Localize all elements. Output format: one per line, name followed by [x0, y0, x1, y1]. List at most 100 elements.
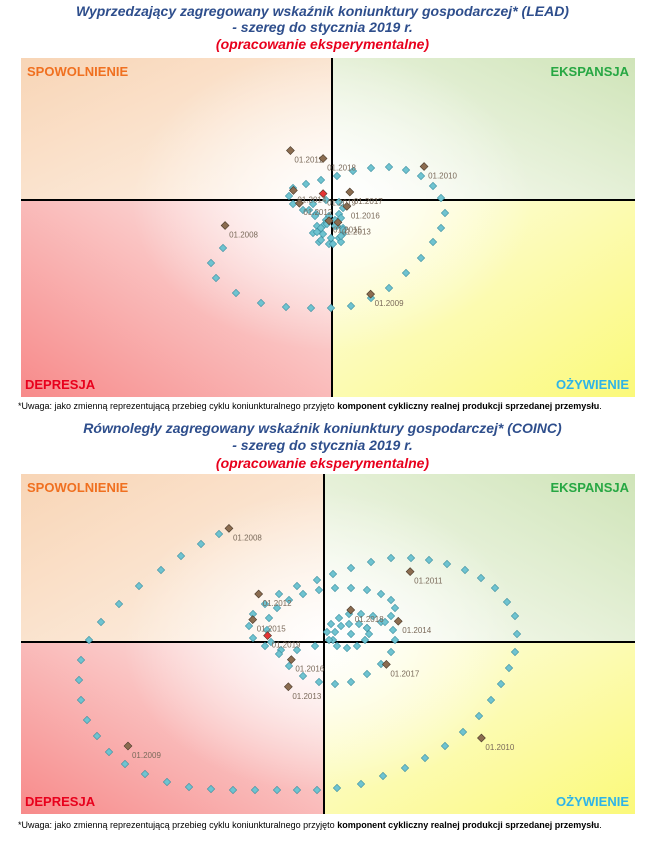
trajectory-point [304, 205, 314, 215]
quadrant-label-expansion: EKSPANSJA [550, 64, 629, 79]
trajectory-point [266, 637, 276, 647]
footnote-bold: komponent cykliczny realnej produkcji sp… [337, 401, 600, 411]
trajectory-point [510, 611, 520, 621]
trajectory-point [334, 197, 344, 207]
trajectory-point [284, 191, 294, 201]
trajectory-point [356, 609, 366, 619]
point-label-01.2009: 01.2009 [375, 299, 404, 308]
point-label-01.2015: 01.2015 [333, 226, 362, 235]
trajectory-point [366, 557, 376, 567]
trajectory-point [228, 785, 238, 795]
point-label-01.2014: 01.2014 [402, 626, 431, 635]
trajectory-point [346, 563, 356, 573]
trajectory-point [274, 649, 284, 659]
point-label-01.2012: 01.2012 [263, 599, 292, 608]
trajectory-point [330, 627, 340, 637]
trajectory-point [384, 162, 394, 172]
trajectory-point [354, 619, 364, 629]
coinc-subtitle: - szereg do stycznia 2019 r. [232, 437, 413, 453]
trajectory-point [474, 711, 484, 721]
trajectory-point [330, 679, 340, 689]
trajectory-point [400, 763, 410, 773]
dated-point-01.2012 [294, 198, 304, 208]
footnote-prefix: *Uwaga: jako zmienną reprezentującą prze… [18, 401, 338, 411]
trajectory-point [442, 559, 452, 569]
trajectory-point [332, 171, 342, 181]
trajectory-point [376, 659, 386, 669]
trajectory-point [96, 617, 106, 627]
trajectory-point [264, 613, 274, 623]
trajectory-point [74, 675, 84, 685]
point-label-01.2008: 01.2008 [229, 231, 258, 240]
trajectory-point [346, 301, 356, 311]
point-label-01.2019: 01.2019 [327, 199, 356, 208]
trajectory-point [284, 595, 294, 605]
trajectory-point [114, 599, 124, 609]
trajectory-point [292, 785, 302, 795]
trajectory-point [476, 573, 486, 583]
dated-point-01.2010 [477, 733, 486, 743]
trajectory-point [386, 647, 396, 657]
dated-point-01.2018 [346, 605, 356, 615]
trajectory-point [356, 779, 366, 789]
trajectory-point [334, 613, 344, 623]
trajectory-point [386, 611, 396, 621]
chart-background [21, 58, 635, 397]
quadrant-label-recovery: OŻYWIENIE [556, 377, 629, 392]
dated-point-01.2011 [405, 567, 415, 576]
trajectory-point [490, 583, 500, 593]
trajectory-point [401, 165, 411, 175]
trajectory-point [184, 782, 194, 792]
trajectory-point [298, 589, 308, 599]
footnote-bold: komponent cykliczny realnej produkcji sp… [337, 820, 600, 830]
trajectory-point [436, 193, 446, 203]
lead-note: (opracowanie eksperymentalne) [215, 36, 430, 52]
trajectory-point [364, 629, 374, 639]
point-label-01.2008: 01.2008 [233, 533, 262, 542]
trajectory-point [274, 589, 284, 599]
trajectory-point [330, 583, 340, 593]
lead-title: Wyprzedzający zagregowany wskaźnik koniu… [76, 3, 569, 19]
trajectory-point [244, 621, 254, 631]
trajectory-point [440, 741, 450, 751]
trajectory-point [352, 641, 362, 651]
footnote-suffix: . [599, 820, 602, 830]
trajectory-point [314, 585, 324, 595]
trajectory-point [362, 623, 372, 633]
trajectory-point [231, 288, 241, 298]
trajectory-point [82, 715, 92, 725]
dated-point-01.2015 [324, 216, 334, 226]
trajectory-point [104, 747, 114, 757]
trajectory-point [262, 625, 272, 635]
trajectory-point [512, 629, 522, 639]
trajectory-point [328, 569, 338, 579]
trajectory-point [316, 235, 326, 245]
trajectory-point [140, 769, 150, 779]
trajectory-point [248, 633, 258, 643]
trajectory-point [120, 759, 130, 769]
point-label-01.2013: 01.2013 [342, 227, 371, 236]
dated-point-01.2017 [381, 660, 391, 669]
trajectory-point [214, 529, 224, 539]
point-label-01.2018: 01.2018 [355, 615, 384, 624]
trajectory-point [316, 175, 326, 185]
labeled-points: 01.200801.200901.201001.201101.201201.20… [123, 524, 515, 760]
trajectory-point [460, 565, 470, 575]
trajectory-point [346, 583, 356, 593]
trajectory-point [496, 679, 506, 689]
trajectory-point [336, 237, 346, 247]
point-label-01.2015: 01.2015 [257, 625, 286, 634]
trajectory-point [342, 643, 352, 653]
trajectory-point [312, 575, 322, 585]
dated-point-01.2016 [286, 655, 296, 664]
trajectory-point [76, 695, 86, 705]
trajectory-point [306, 303, 316, 313]
quadrant-label-expansion: EKSPANSJA [550, 480, 629, 495]
trajectory-point [176, 551, 186, 561]
trajectory-point [298, 205, 308, 215]
trajectory-point [424, 555, 434, 565]
trajectory-point [366, 163, 376, 173]
trajectory-point [388, 625, 398, 635]
